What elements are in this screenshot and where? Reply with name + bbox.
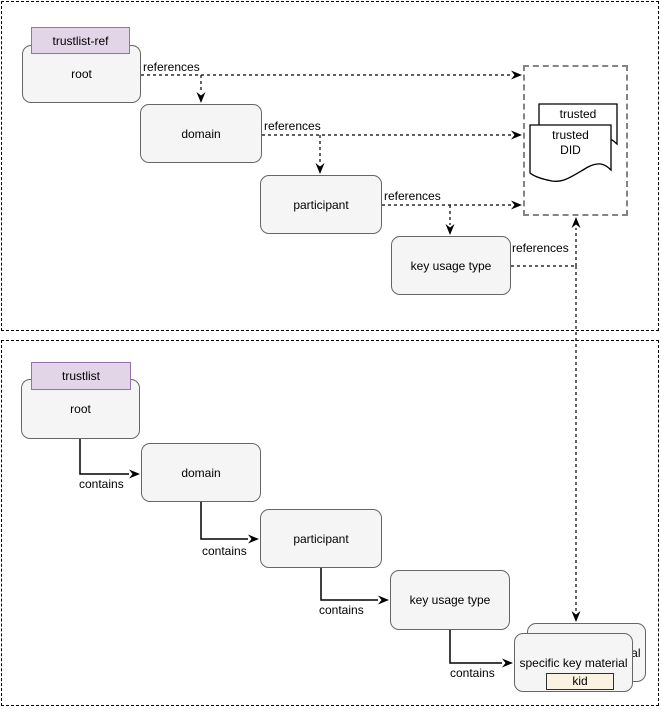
edge-label-references-3: references xyxy=(512,241,569,255)
document-front-line1: trusted xyxy=(552,128,589,142)
document-front-line2: DID xyxy=(560,143,581,157)
node-participant: participant xyxy=(260,509,382,568)
trustlist-section xyxy=(1,340,659,706)
node-key-usage-type-ref: key usage type xyxy=(391,236,511,295)
edge-label-contains-0: contains xyxy=(79,477,124,491)
node-domain-ref: domain xyxy=(140,104,262,163)
node-participant-ref: participant xyxy=(260,175,382,234)
document-front-label: trusted DID xyxy=(530,128,611,158)
trustlist-ref-tag: trustlist-ref xyxy=(31,27,130,54)
edge-label-contains-2: contains xyxy=(319,603,364,617)
kid-box: kid xyxy=(546,673,614,690)
document-back-label: trusted xyxy=(559,107,597,121)
trusted-did-group-frame xyxy=(523,65,628,216)
trustlist-tag: trustlist xyxy=(31,362,131,390)
edge-label-contains-3: contains xyxy=(450,666,495,680)
node-domain: domain xyxy=(141,443,261,502)
edge-label-references-0: references xyxy=(143,60,200,74)
edge-label-contains-1: contains xyxy=(202,544,247,558)
edge-label-references-1: references xyxy=(264,119,321,133)
edge-label-references-2: references xyxy=(384,189,441,203)
trustlist-ref-section xyxy=(1,1,659,331)
key-material-card-front: specific key material kid xyxy=(514,633,633,692)
key-material-title: specific key material xyxy=(519,656,628,670)
node-root-ref: root xyxy=(22,45,141,103)
node-key-usage-type: key usage type xyxy=(390,570,510,630)
